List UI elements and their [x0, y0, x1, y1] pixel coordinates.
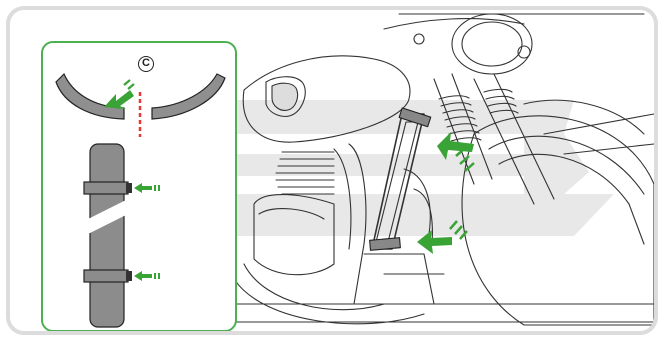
engine-fins: [275, 151, 335, 195]
push-arrow-lower: [417, 220, 468, 254]
fuel-tank: [242, 55, 411, 143]
cable-cover-installed: [369, 107, 432, 251]
push-arrow-strap-upper: [134, 183, 160, 193]
detail-inset-panel: C: [41, 41, 237, 331]
illustration-frame: C: [6, 6, 658, 335]
motorcycle-drawing: [194, 13, 654, 326]
fork-gaiter: [438, 88, 519, 142]
push-arrow-upper: [437, 132, 475, 172]
callout-c-label: C: [138, 56, 154, 72]
watermark-logo: [194, 100, 614, 236]
strap-part: [82, 143, 132, 328]
push-arrow-strap-lower: [134, 271, 160, 281]
cable-cover-part: [55, 72, 226, 120]
front-wheel: [461, 115, 654, 326]
push-arrow-detail: [104, 79, 135, 109]
